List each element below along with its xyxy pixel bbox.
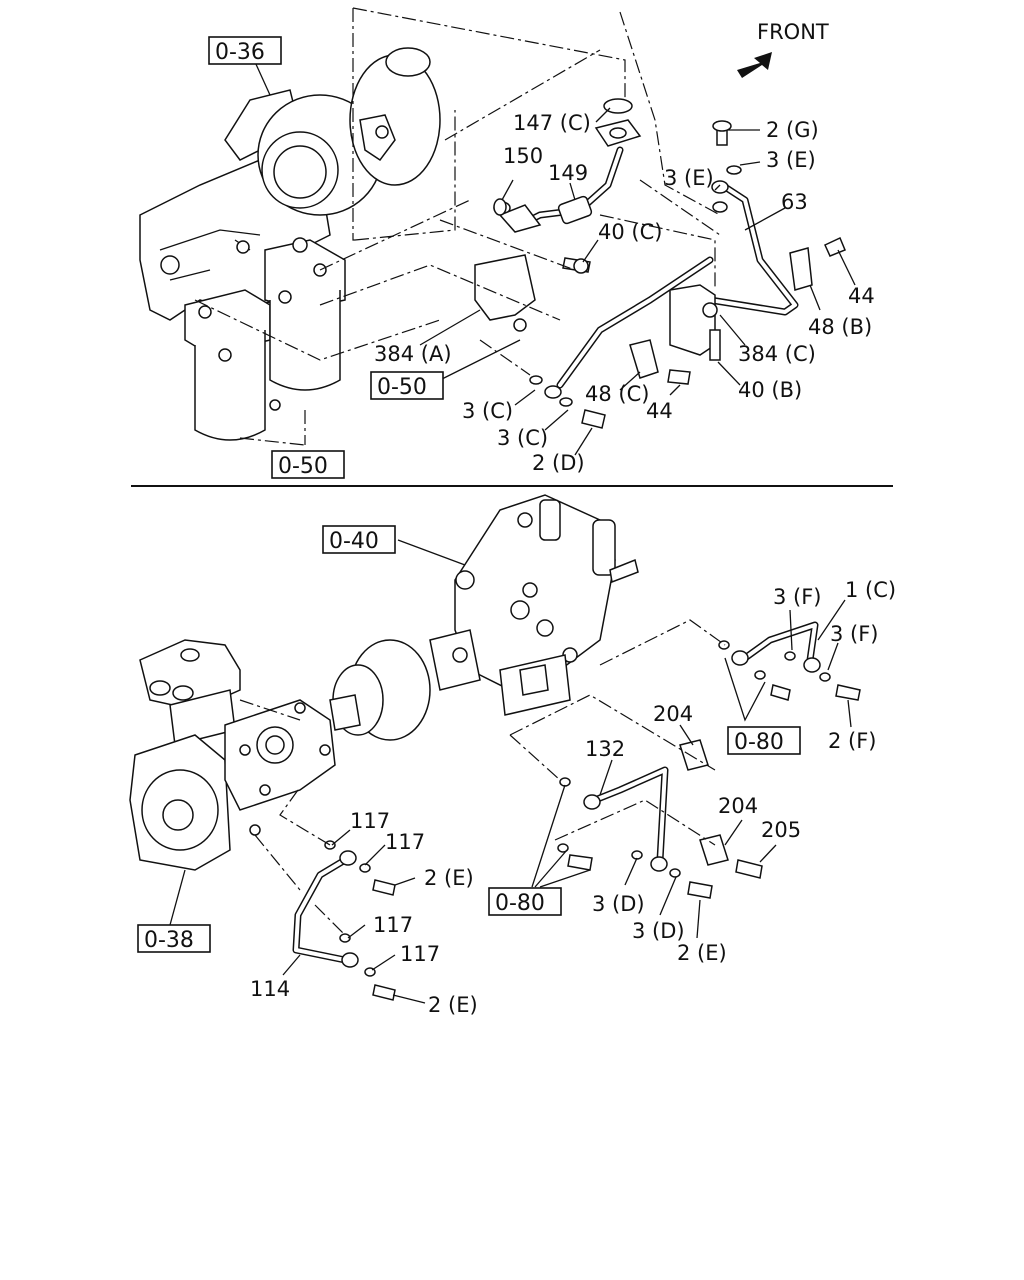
callout-150: 150 [503, 144, 543, 168]
ref-0-80-right: 0-80 [734, 730, 784, 755]
callout-2e-lower: 2 (E) [428, 993, 478, 1017]
callout-44-right: 44 [848, 284, 875, 308]
turbocharger [224, 47, 441, 216]
injection-pump [454, 494, 639, 716]
callout-3e-left: 3 (E) [664, 166, 714, 190]
leader-lines-bottom [169, 539, 852, 1004]
callout-147c: 147 (C) [513, 111, 591, 135]
callout-117-c: 117 [373, 913, 413, 937]
callout-2e-upper: 2 (E) [424, 866, 474, 890]
ref-0-38: 0-38 [144, 928, 194, 953]
callout-2d: 2 (D) [532, 451, 585, 475]
callout-204-top: 204 [653, 702, 693, 726]
callout-204-bottom: 204 [718, 794, 758, 818]
callout-117-d: 117 [400, 942, 440, 966]
front-arrow-icon [737, 52, 772, 78]
callout-63: 63 [781, 190, 808, 214]
oil-filter-housing [184, 237, 346, 441]
callout-384a: 384 (A) [374, 342, 452, 366]
leader-lines-top [254, 61, 856, 456]
ref-0-80-left: 0-80 [495, 891, 545, 916]
front-indicator: FRONT [737, 20, 829, 78]
callout-44-mid: 44 [646, 399, 673, 423]
callout-3c-upper: 3 (C) [462, 399, 513, 423]
ref-0-50-upper: 0-50 [377, 375, 427, 400]
o-ring-150 [493, 198, 507, 216]
callout-3e-right: 3 (E) [766, 148, 816, 172]
callout-117-a: 117 [350, 809, 390, 833]
front-label: FRONT [757, 20, 829, 44]
callout-3d-left: 3 (D) [592, 892, 645, 916]
callout-40c: 40 (C) [598, 220, 662, 244]
ref-0-36: 0-36 [215, 40, 265, 65]
callout-205: 205 [761, 818, 801, 842]
callout-132: 132 [585, 737, 625, 761]
o-ring-147c [603, 98, 633, 114]
callout-3c-lower: 3 (C) [497, 426, 548, 450]
lower-assembly [129, 494, 861, 1001]
callout-3f-left: 3 (F) [773, 585, 822, 609]
callout-149: 149 [548, 161, 588, 185]
reference-boxes: 0-36 0-50 0-50 0-40 0-80 0-80 0-38 [137, 36, 801, 953]
upper-assembly [139, 7, 846, 446]
callout-48c: 48 (C) [585, 382, 649, 406]
callout-1c: 1 (C) [845, 578, 896, 602]
callout-40b: 40 (B) [738, 378, 802, 402]
ref-0-50-lower: 0-50 [278, 454, 328, 479]
callout-48b: 48 (B) [808, 315, 872, 339]
callout-384c: 384 (C) [738, 342, 816, 366]
callout-2e-mid: 2 (E) [677, 941, 727, 965]
callout-117-b: 117 [385, 830, 425, 854]
callout-3f-right: 3 (F) [830, 622, 879, 646]
air-compressor [129, 639, 336, 871]
callout-3d-right: 3 (D) [632, 919, 685, 943]
callout-114: 114 [250, 977, 290, 1001]
drive-coupling [329, 629, 481, 741]
callout-2f: 2 (F) [828, 729, 877, 753]
ref-0-40: 0-40 [329, 529, 379, 554]
callout-labels: 147 (C) 150 149 40 (C) 2 (G) 3 (E) 3 (E)… [250, 111, 896, 1017]
callout-2g: 2 (G) [766, 118, 819, 142]
